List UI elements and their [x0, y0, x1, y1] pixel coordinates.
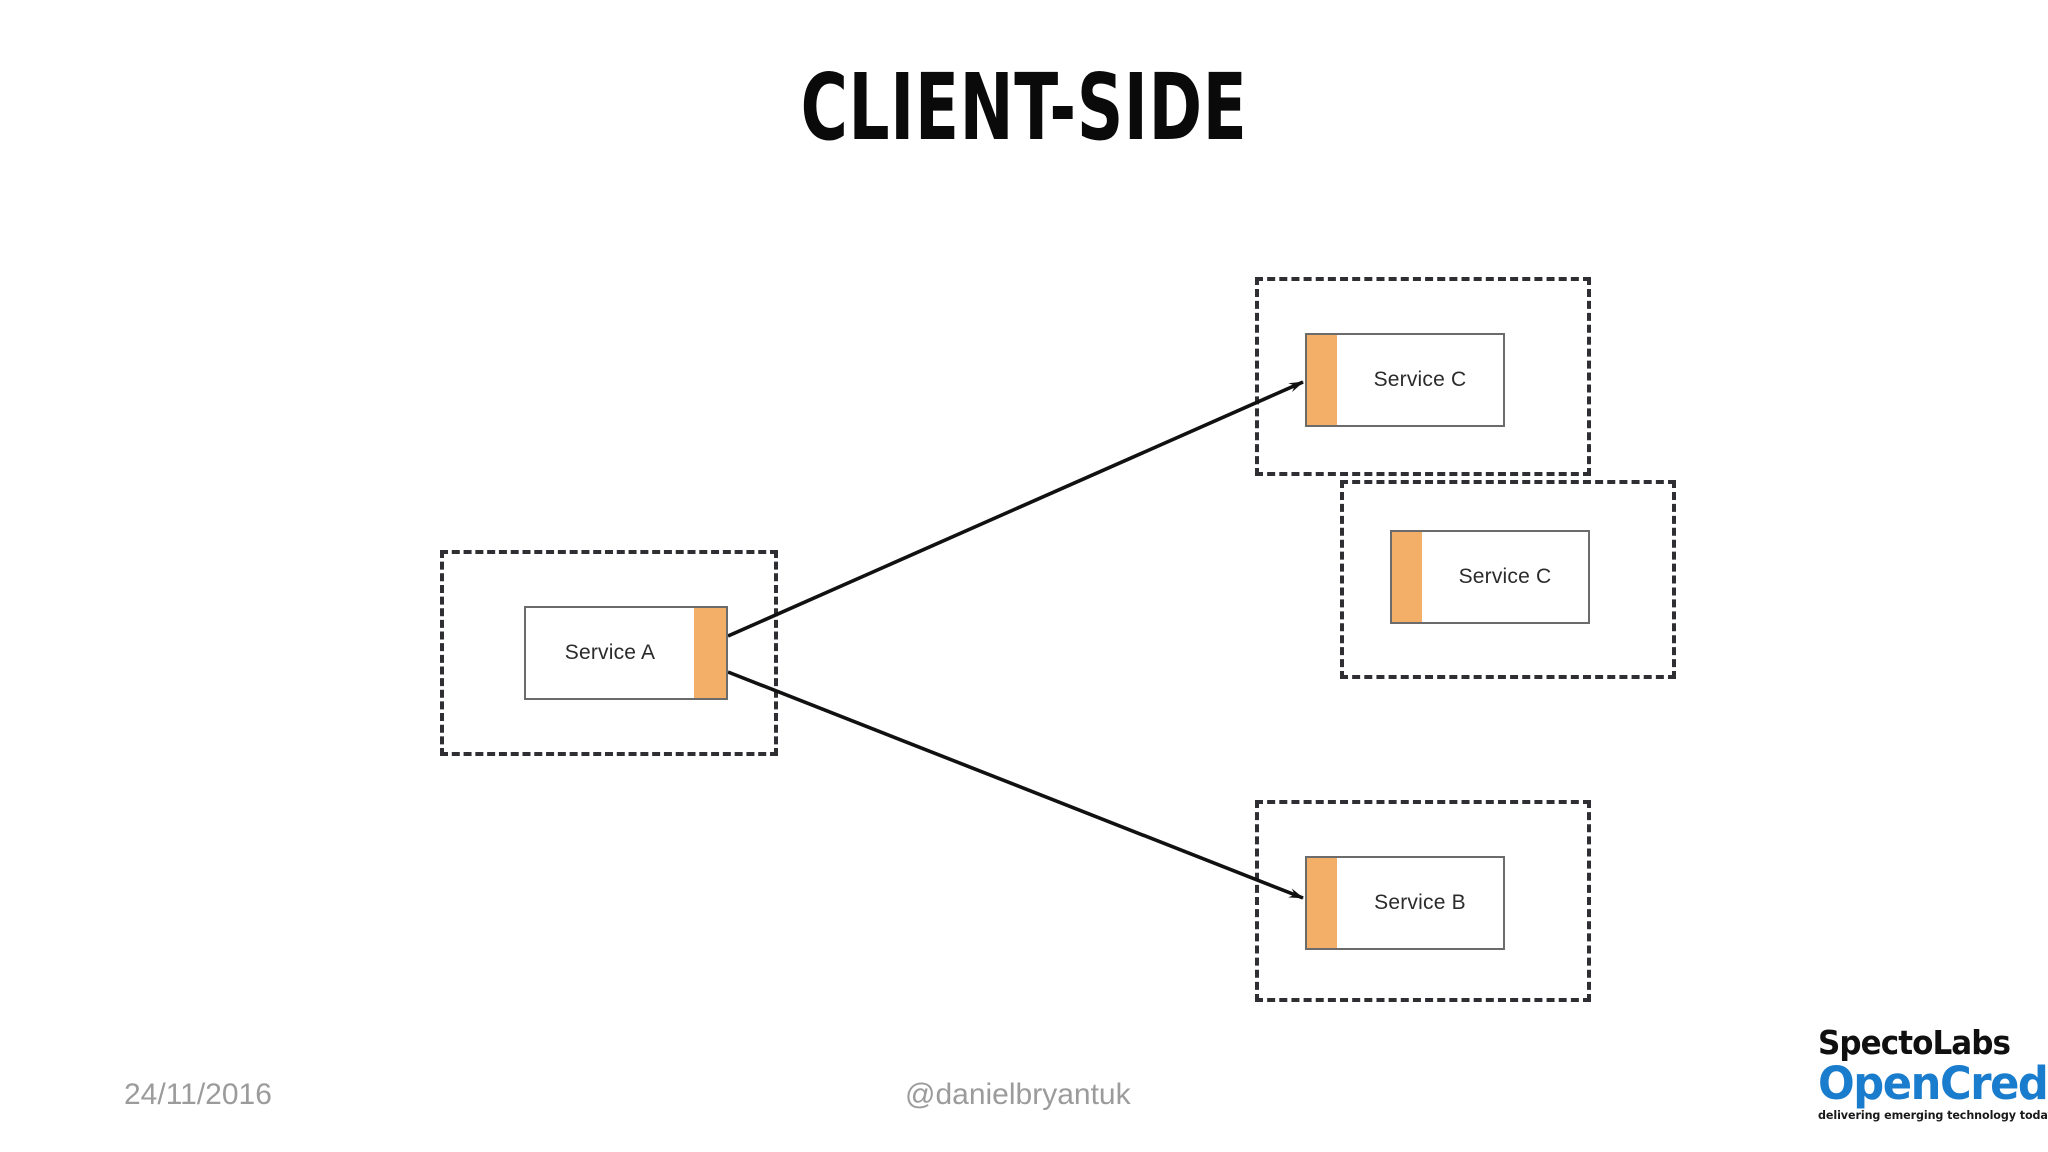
- sidecar-proxy-icon: [1305, 856, 1337, 950]
- service-body: Service A: [524, 606, 694, 700]
- service-body: Service B: [1337, 856, 1505, 950]
- service-node-service-c-primary[interactable]: Service C: [1305, 333, 1505, 427]
- footer-twitter-handle: @danielbryantuk: [905, 1078, 1131, 1111]
- service-body: Service C: [1422, 530, 1590, 624]
- brand-logo: SpectoLabs OpenCredo delivering emerging…: [1818, 1023, 2048, 1123]
- service-node-service-c-secondary[interactable]: Service C: [1390, 530, 1590, 624]
- service-body: Service C: [1337, 333, 1505, 427]
- footer-date: 24/11/2016: [124, 1078, 272, 1111]
- service-label: Service C: [1373, 368, 1467, 391]
- page-title: CLIENT-SIDE: [800, 54, 1248, 161]
- service-node-service-b[interactable]: Service B: [1305, 856, 1505, 950]
- logo-opencredo-text: OpenCredo: [1818, 1057, 2048, 1110]
- logo-spectolabs-text: SpectoLabs: [1818, 1023, 2011, 1062]
- logo-tagline: delivering emerging technology today: [1818, 1108, 2048, 1123]
- connector-service-a-to-service-b: [727, 670, 1304, 900]
- service-c-primary-boundary: [1255, 277, 1591, 476]
- service-label: Service C: [1458, 565, 1552, 588]
- service-a-boundary: [440, 550, 778, 756]
- sidecar-proxy-icon: [1390, 530, 1422, 624]
- service-label: Service A: [564, 641, 656, 664]
- sidecar-proxy-icon: [694, 606, 728, 700]
- sidecar-proxy-icon: [1305, 333, 1337, 427]
- service-label: Service B: [1374, 891, 1466, 914]
- connector-service-a-to-service-c: [727, 380, 1304, 638]
- service-node-service-a[interactable]: Service A: [524, 606, 728, 700]
- service-c-secondary-boundary: [1340, 480, 1676, 679]
- service-b-boundary: [1255, 800, 1591, 1002]
